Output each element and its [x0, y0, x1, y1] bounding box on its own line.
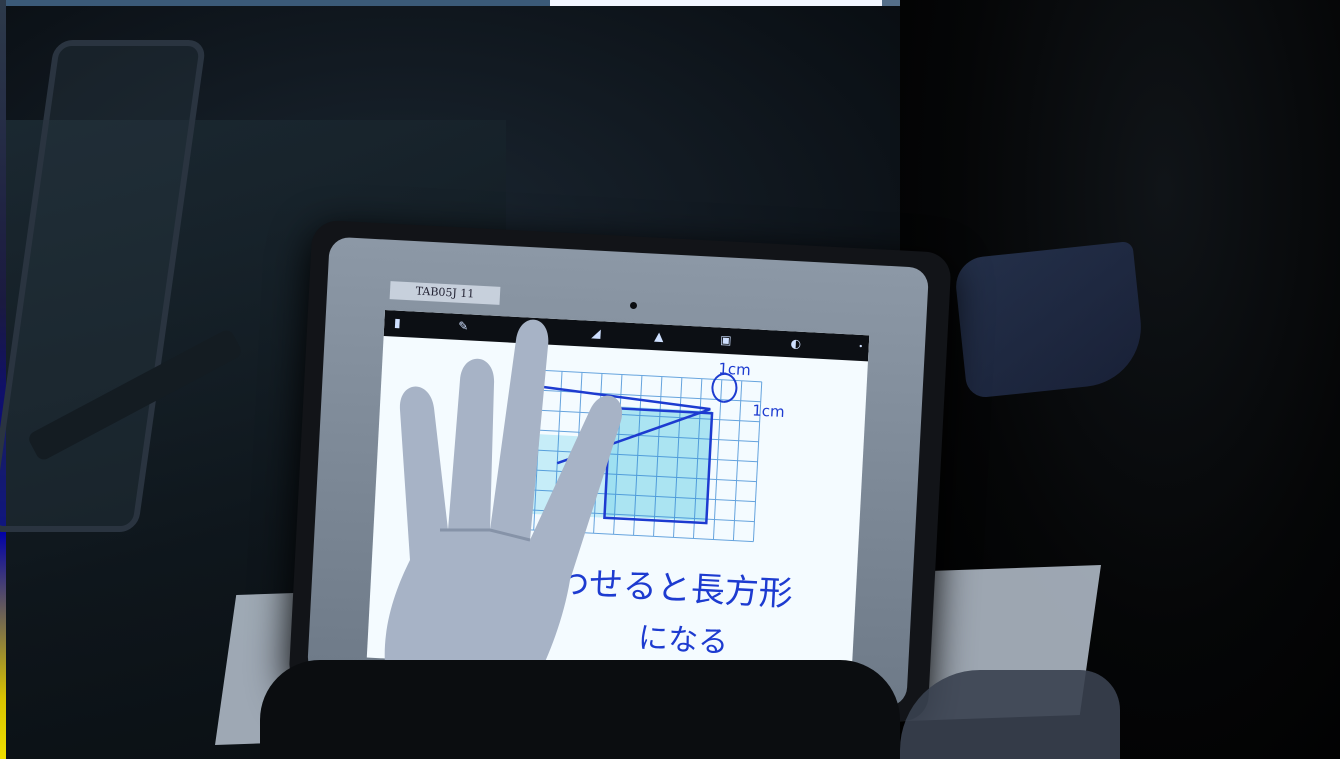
grid-hline [517, 448, 758, 463]
grid-hline [521, 388, 761, 403]
tablet-camera [630, 302, 637, 309]
grid-hline [519, 408, 760, 423]
handwriting-line-2: になる [637, 621, 729, 661]
close-icon[interactable]: • [858, 341, 864, 352]
grid-hline [516, 468, 757, 483]
measure-label-top: 1cm [718, 360, 751, 380]
stamp-icon[interactable]: ▲ [654, 329, 664, 344]
undo-icon[interactable]: ◐ [790, 336, 802, 351]
measure-label-side: 1cm [752, 401, 785, 421]
left-edge-strip [0, 0, 6, 759]
save-icon[interactable]: ▣ [719, 332, 732, 348]
top-border-strip [0, 0, 550, 6]
other-hand [900, 670, 1120, 759]
student-sleeve [260, 660, 900, 759]
student-hand [384, 319, 623, 740]
circle-mark [711, 372, 738, 403]
grid-hline [522, 368, 762, 383]
top-border-highlight [550, 0, 882, 6]
